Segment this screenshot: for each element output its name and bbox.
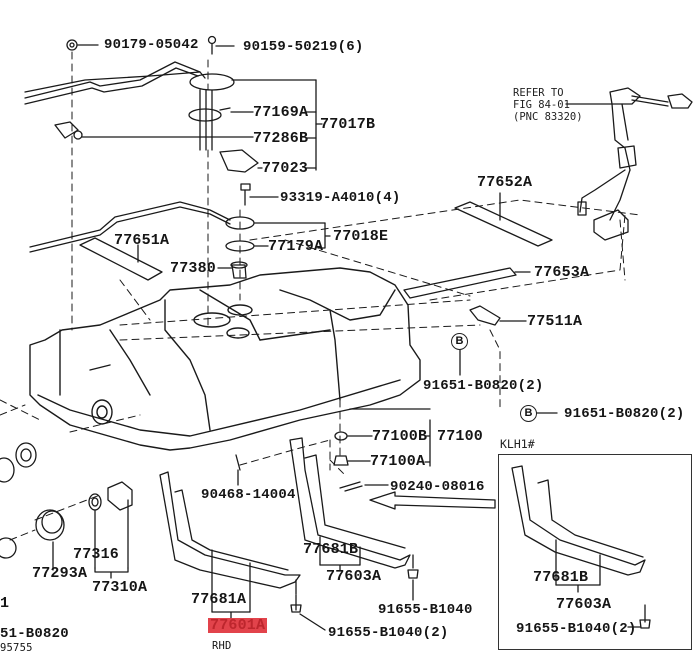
part-label-77018E[interactable]: 77018E — [333, 228, 389, 245]
part-label-77286B[interactable]: 77286B — [253, 130, 309, 147]
part-label-77169A[interactable]: 77169A — [253, 104, 309, 121]
part-label-77100A[interactable]: 77100A — [370, 453, 426, 470]
part-label-77603A[interactable]: 77603A — [326, 568, 382, 585]
part-label-77310A[interactable]: 77310A — [92, 579, 148, 596]
part-label-77293A[interactable]: 77293A — [32, 565, 88, 582]
rhd-label: RHD — [212, 640, 232, 652]
cap-77380 — [217, 261, 248, 279]
part-label-77652A[interactable]: 77652A — [477, 174, 533, 191]
connector-b-marker: B — [520, 405, 537, 422]
grommet-bolt-set — [235, 408, 496, 510]
inset-part-label-91655-B1040[interactable]: 91655-B1040(2) — [516, 621, 637, 637]
part-label-77179A[interactable]: 77179A — [268, 238, 324, 255]
part-label-77100B[interactable]: 77100B — [372, 428, 428, 445]
part-label-77100[interactable]: 77100 — [437, 428, 484, 445]
fuel-tank — [29, 267, 421, 451]
part-label-90240-08016[interactable]: 90240-08016 — [390, 479, 485, 495]
insulator-pads — [79, 192, 553, 326]
part-label-91655-B1040-mid[interactable]: 91655-B1040 — [378, 602, 473, 618]
tank-straps — [159, 437, 419, 631]
connector-b-marker: B — [451, 333, 468, 350]
part-label-77511A[interactable]: 77511A — [527, 313, 583, 330]
part-label-90179-05042[interactable]: 90179-05042 — [104, 37, 199, 53]
part-label-90159-50219[interactable]: 90159-50219(6) — [243, 39, 364, 55]
part-label-77380[interactable]: 77380 — [170, 260, 217, 277]
refer-note-line-2: FIG 84-01 — [513, 99, 570, 111]
part-label-93319-A4010[interactable]: 93319-A4010(4) — [280, 190, 401, 206]
cut-off-label-2[interactable]: 51-B0820 — [0, 626, 69, 642]
refer-note-line-3: (PNC 83320) — [513, 111, 583, 123]
nut-90179 — [66, 39, 99, 51]
inset-part-label-77681B[interactable]: 77681B — [533, 569, 589, 586]
inset-strap — [511, 465, 651, 629]
refer-note-line-1: REFER TO — [513, 87, 564, 99]
fuel-pump-module — [565, 87, 693, 241]
part-label-77316[interactable]: 77316 — [73, 546, 120, 563]
part-label-77651A[interactable]: 77651A — [114, 232, 170, 249]
part-label-91651-B0820-a[interactable]: 91651-B0820(2) — [423, 378, 544, 394]
screw-93319 — [240, 183, 279, 206]
part-label-91651-B0820-b[interactable]: 91651-B0820(2) — [564, 406, 685, 422]
screw-90159 — [207, 35, 235, 55]
callout-lines — [295, 349, 558, 595]
fuel-tube-assembly — [24, 61, 323, 173]
part-label-77681B[interactable]: 77681B — [303, 541, 359, 558]
filler-fittings — [0, 442, 133, 579]
part-label-77681A[interactable]: 77681A — [191, 591, 247, 608]
part-label-77601A-selected[interactable]: 77601A — [208, 617, 268, 634]
part-label-77017B[interactable]: 77017B — [320, 116, 376, 133]
assembly-guide-lines — [0, 51, 641, 541]
part-label-90468-14004[interactable]: 90468-14004 — [201, 487, 296, 503]
part-label-77023[interactable]: 77023 — [262, 160, 309, 177]
part-label-77653A[interactable]: 77653A — [534, 264, 590, 281]
cut-off-label-3: 95755 — [0, 642, 33, 654]
inset-label: KLH1# — [500, 437, 535, 451]
part-label-91655-B1040-bottom[interactable]: 91655-B1040(2) — [328, 625, 449, 641]
gauge-plate — [29, 201, 331, 253]
cut-off-label-1: 1 — [0, 595, 10, 612]
inset-part-label-77603A[interactable]: 77603A — [556, 596, 612, 613]
